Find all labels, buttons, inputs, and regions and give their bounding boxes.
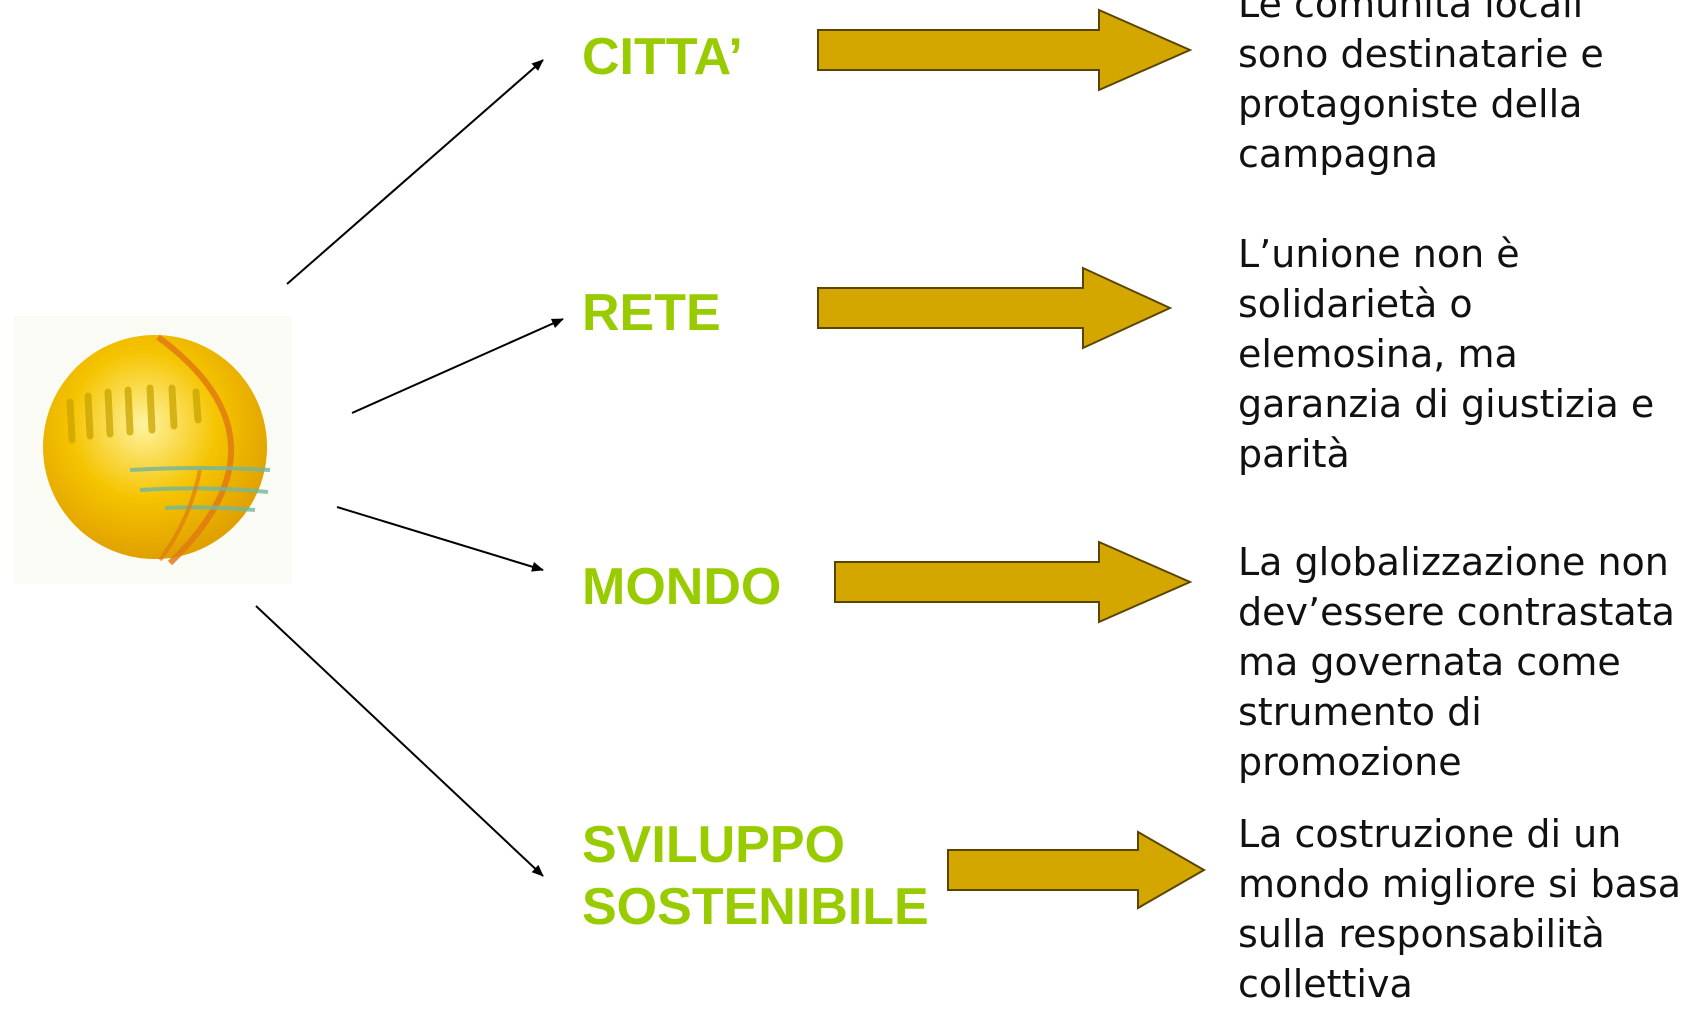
description-line: strumento di bbox=[1238, 690, 1482, 734]
description-line: ma governata come bbox=[1238, 640, 1621, 684]
description-line: promozione bbox=[1238, 740, 1462, 784]
description-line: L’unione non è bbox=[1238, 232, 1520, 276]
concept-text: SVILUPPO bbox=[582, 816, 845, 874]
description-line: La globalizzazione non bbox=[1238, 540, 1669, 584]
concept-label-rete: RETE bbox=[582, 282, 721, 344]
connector-arrow-sviluppo bbox=[255, 605, 544, 877]
concept-label-mondo: MONDO bbox=[582, 556, 781, 618]
description-line: solidarietà o bbox=[1238, 282, 1473, 326]
description-line: campagna bbox=[1238, 132, 1439, 176]
concept-label-sviluppo: SVILUPPO SOSTENIBILE bbox=[582, 814, 929, 938]
block-arrow-citta bbox=[817, 8, 1193, 92]
description-line: elemosina, ma bbox=[1238, 332, 1518, 376]
description-sviluppo: La costruzione di un mondo migliore si b… bbox=[1238, 809, 1681, 1009]
globe-logo-icon bbox=[14, 316, 292, 584]
description-line: La costruzione di un bbox=[1238, 812, 1622, 856]
block-arrow-mondo bbox=[834, 540, 1193, 624]
description-line: sulla responsabilità bbox=[1238, 912, 1605, 956]
description-line: protagoniste della bbox=[1238, 82, 1583, 126]
block-arrow-sviluppo bbox=[947, 830, 1207, 910]
concept-text: SOSTENIBILE bbox=[582, 878, 929, 936]
concept-label-citta: CITTA’ bbox=[582, 26, 743, 88]
description-citta: Le comunità locali sono destinatarie e p… bbox=[1238, 0, 1604, 179]
description-line: garanzia di giustizia e bbox=[1238, 382, 1655, 426]
concept-text: RETE bbox=[582, 284, 721, 342]
description-line: Le comunità locali bbox=[1238, 0, 1584, 26]
description-mondo: La globalizzazione non dev’essere contra… bbox=[1238, 537, 1675, 787]
description-rete: L’unione non è solidarietà o elemosina, … bbox=[1238, 229, 1654, 479]
description-line: mondo migliore si basa bbox=[1238, 862, 1682, 906]
description-line: sono destinatarie e bbox=[1238, 32, 1604, 76]
description-line: parità bbox=[1238, 432, 1350, 476]
connector-arrow-mondo bbox=[336, 506, 544, 572]
connector-arrow-rete bbox=[351, 318, 564, 414]
connector-arrow-citta bbox=[286, 59, 544, 285]
concept-text: CITTA’ bbox=[582, 28, 743, 86]
concept-text: MONDO bbox=[582, 558, 782, 616]
description-line: dev’essere contrastata bbox=[1238, 590, 1675, 634]
block-arrow-rete bbox=[817, 266, 1173, 350]
description-line: collettiva bbox=[1238, 962, 1413, 1006]
